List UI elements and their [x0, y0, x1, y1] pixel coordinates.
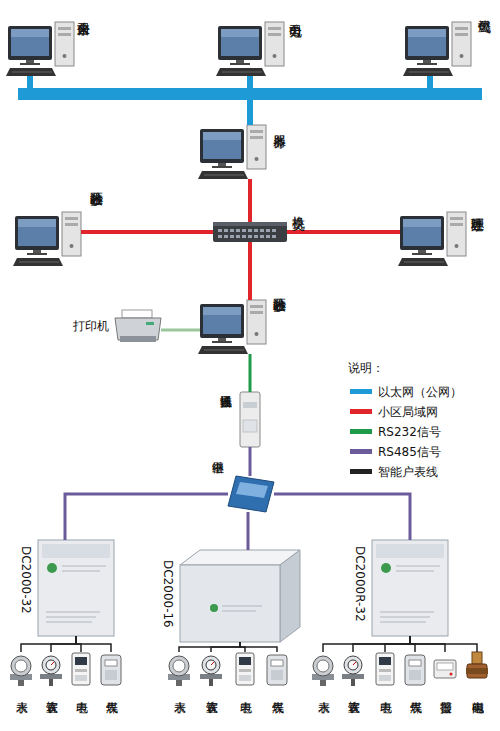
meter-device: 水表: [10, 652, 32, 688]
device-label: 打印机: [73, 320, 109, 334]
meter-device: 电表: [374, 652, 396, 688]
device-label: DC2000-32: [18, 546, 32, 614]
legend-swatch: [350, 429, 372, 434]
meter-device: 直饮表: [342, 652, 364, 688]
legend-swatch: [350, 409, 372, 414]
legend-text: RS485信号: [378, 444, 441, 461]
connector-line: [51, 636, 76, 652]
network-device: DC2000R-32: [372, 540, 448, 636]
connector-line: [250, 76, 430, 125]
legend-swatch: [350, 389, 372, 394]
connector-line: [161, 329, 200, 332]
connector-line: [248, 242, 252, 300]
meter-device: 煤气表: [266, 652, 288, 688]
connector-line: [323, 636, 410, 652]
connector-line: [65, 494, 228, 540]
connector-line: [410, 636, 477, 652]
meter-device: 电磁阀: [466, 652, 488, 688]
device-label: 小区抄表分站: [89, 182, 104, 224]
meter-device: 水表: [168, 652, 190, 688]
connector-line: [21, 636, 76, 652]
connector-line: [248, 179, 252, 222]
network-device: 电力公司: [218, 22, 284, 76]
device-label: DC2000R-32: [352, 546, 366, 622]
network-device: 小区抄表分站: [200, 300, 266, 354]
legend-swatch: [350, 449, 372, 454]
network-device: 服务器: [200, 125, 266, 179]
connector-line: [385, 636, 410, 652]
connector-line: [249, 354, 252, 392]
meter-device: 煤气表: [404, 652, 426, 688]
network-device: 打印机: [115, 312, 161, 344]
legend-text: 智能户表线: [378, 464, 438, 481]
meter-device: 电表: [70, 652, 92, 688]
device-label: 小区抄表分站: [272, 288, 287, 330]
connector-line: [179, 642, 240, 652]
network-device: 自来水公司: [8, 22, 74, 76]
meter-device: 煤气表: [100, 652, 122, 688]
network-device: DC2000-32: [38, 540, 114, 636]
connector-line: [247, 512, 250, 550]
connector-line: [211, 642, 240, 652]
meter-device: 水表: [312, 652, 334, 688]
network-device: 小区管理处: [400, 212, 466, 266]
connector-line: [287, 230, 400, 234]
connector-line: [249, 447, 252, 476]
network-device: 中继器: [228, 476, 274, 512]
connector-line: [81, 230, 213, 234]
meter-device: 直饮表: [40, 652, 62, 688]
network-device: DC2000-16: [180, 550, 300, 642]
legend-text: RS232信号: [378, 424, 441, 441]
connector-line: [76, 636, 111, 652]
network-device: 燃气公司: [405, 22, 471, 76]
connector-line: [240, 642, 277, 652]
connector-line: [274, 494, 410, 540]
network-device: 小区抄表分站: [15, 212, 81, 266]
meter-device: 报警器: [434, 652, 456, 688]
network-device: 交换机: [213, 222, 287, 242]
device-label: DC2000-16: [160, 560, 174, 628]
meter-device: 直饮表: [200, 652, 222, 688]
legend-text: 小区局域网: [378, 404, 438, 421]
legend-swatch: [350, 469, 372, 474]
connector-line: [30, 76, 250, 125]
legend-heading: 说明：: [348, 360, 384, 377]
network-device: 通讯转换器: [240, 392, 260, 447]
legend-text: 以太网（公网）: [378, 384, 462, 401]
connector-line: [353, 636, 410, 652]
meter-device: 电表: [234, 652, 256, 688]
